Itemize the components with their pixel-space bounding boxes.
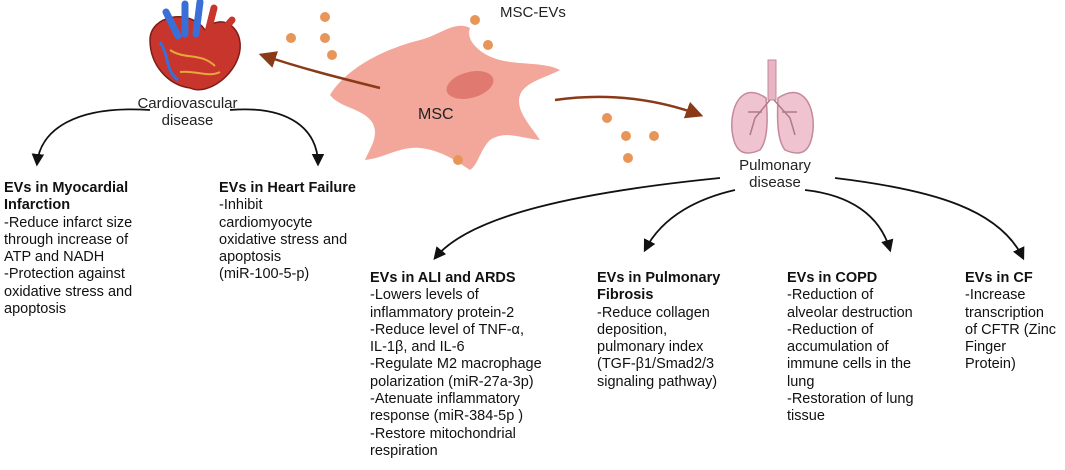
box-line: respiration <box>370 442 438 459</box>
box-line: -Reduction of <box>787 321 874 338</box>
box-copd: EVs in COPD -Reduction of alveolar destr… <box>787 270 937 426</box>
box-line: transcription <box>965 304 1044 321</box>
box-line: Finger <box>965 339 1007 356</box>
box-line: deposition, <box>597 321 668 338</box>
box-line: -Inhibit <box>219 197 263 214</box>
box-title: EVs in CF <box>965 270 1033 286</box>
vesicle-dot <box>621 131 631 141</box>
box-line: apoptosis <box>219 249 282 266</box>
arrow-pulm-to-ali <box>433 177 721 260</box>
msc-cell-icon <box>330 25 560 170</box>
box-line: IL-1β, and IL-6 <box>370 339 465 356</box>
vesicle-dot <box>602 113 612 123</box>
box-line: (TGF-β1/Smad2/3 <box>597 356 715 373</box>
box-myocardial-infarction: EVs in Myocardial Infarction -Reduce inf… <box>4 180 194 318</box>
box-line: tissue <box>787 408 825 425</box>
msc-evs-label: MSC-EVs <box>500 4 566 21</box>
box-line: -Atenuate inflammatory <box>370 391 520 408</box>
box-line: alveolar destruction <box>787 304 913 321</box>
box-line: Protein) <box>965 356 1016 373</box>
box-heart-failure: EVs in Heart Failure -Inhibit cardiomyoc… <box>219 180 399 284</box>
box-title: EVs in Pulmonary <box>597 270 721 286</box>
box-line: apoptosis <box>4 301 67 318</box>
box-line: response (miR-384-5p ) <box>370 408 524 425</box>
box-title: EVs in ALI and ARDS <box>370 270 516 286</box>
arrow-cardio-to-myocardial <box>31 108 151 167</box>
box-title: EVs in Heart Failure <box>219 180 356 196</box>
box-title: EVs in COPD <box>787 270 878 286</box>
box-title: EVs in Myocardial <box>4 180 129 196</box>
box-line: -Reduction of <box>787 287 874 304</box>
box-cf: EVs in CF -Increase transcription of CFT… <box>965 270 1065 374</box>
box-line: polarization (miR-27a-3p) <box>370 373 534 390</box>
box-ali-ards: EVs in ALI and ARDS -Lowers levels of in… <box>370 270 570 460</box>
box-line: of CFTR (Zinc <box>965 321 1057 338</box>
box-line: -Protection against <box>4 266 125 283</box>
box-title: Fibrosis <box>597 287 654 304</box>
box-line: (miR-100-5-p) <box>219 266 310 283</box>
cardio-label: Cardiovascular disease <box>137 95 238 129</box>
arrow-cardio-to-heart-failure <box>229 108 325 167</box>
msc-label: MSC <box>418 106 454 123</box>
box-line: -Reduce collagen <box>597 304 710 321</box>
vesicle-dot <box>470 15 480 25</box>
box-line: -Reduce infarct size <box>4 214 133 231</box>
box-line: -Restore mitochondrial <box>370 425 516 442</box>
heart-icon <box>149 0 241 91</box>
box-title: Infarction <box>4 197 71 214</box>
box-line: accumulation of <box>787 339 889 356</box>
box-line: -Lowers levels of <box>370 287 479 304</box>
box-line: signaling pathway) <box>597 373 718 390</box>
box-pulmonary-fibrosis: EVs in Pulmonary Fibrosis -Reduce collag… <box>597 270 762 391</box>
vesicle-dot <box>320 33 330 43</box>
arrow-pulm-to-cf <box>834 177 1025 261</box>
box-line: cardiomyocyte <box>219 214 313 231</box>
box-line: -Increase <box>965 287 1026 304</box>
box-line: pulmonary index <box>597 339 704 356</box>
pulmonary-label: Pulmonary disease <box>739 157 811 191</box>
box-line: lung <box>787 373 815 390</box>
box-line: inflammatory protein-2 <box>370 304 515 321</box>
box-line: ATP and NADH <box>4 249 105 266</box>
vesicle-dot <box>483 40 493 50</box>
lungs-icon <box>731 59 814 154</box>
box-line: -Regulate M2 macrophage <box>370 356 542 373</box>
box-line: -Reduce level of TNF-α, <box>370 321 524 338</box>
arrow-pulm-to-copd <box>804 189 894 253</box>
vesicle-dot <box>453 155 463 165</box>
box-line: -Restoration of lung <box>787 391 914 408</box>
vesicle-dots <box>286 12 659 165</box>
arrow-to-heart <box>258 51 381 90</box>
vesicle-dot <box>649 131 659 141</box>
vesicle-dot <box>320 12 330 22</box>
vesicle-dot <box>286 33 296 43</box>
arrow-pulm-to-fibrosis <box>643 189 736 253</box>
arrow-to-lungs <box>554 95 704 119</box>
box-line: oxidative stress and <box>4 283 133 300</box>
vesicle-dot <box>327 50 337 60</box>
box-line: oxidative stress and <box>219 231 348 248</box>
box-line: immune cells in the <box>787 356 912 373</box>
vesicle-dot <box>623 153 633 163</box>
box-line: through increase of <box>4 231 129 248</box>
